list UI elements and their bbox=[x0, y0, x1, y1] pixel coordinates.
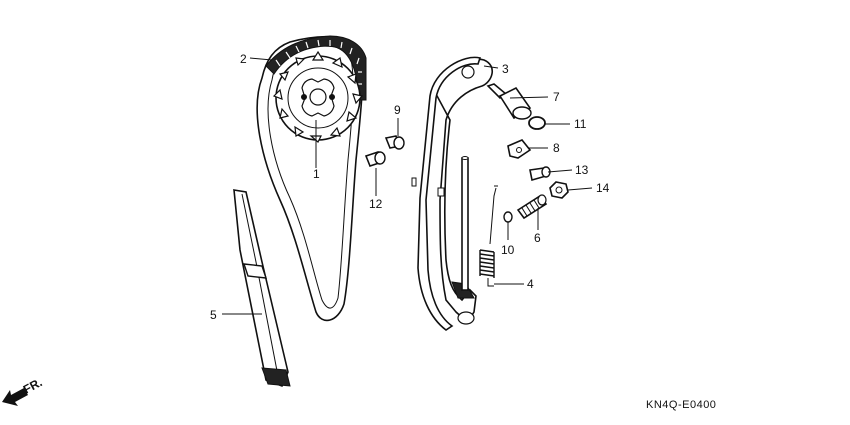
callout-7: 7 bbox=[553, 90, 560, 104]
bolt-13 bbox=[529, 166, 551, 182]
callout-numbers: 1 2 3 4 5 6 7 8 9 10 11 12 13 14 bbox=[210, 52, 610, 322]
callout-5: 5 bbox=[210, 308, 217, 322]
callout-8: 8 bbox=[553, 141, 560, 155]
callout-14: 14 bbox=[596, 181, 610, 195]
cam-sprocket bbox=[272, 50, 364, 143]
washer-10 bbox=[503, 211, 513, 223]
nut-14 bbox=[549, 181, 569, 199]
callout-13: 13 bbox=[575, 163, 589, 177]
callout-10: 10 bbox=[501, 243, 515, 257]
callout-12: 12 bbox=[369, 197, 383, 211]
tensioner-arm bbox=[411, 56, 493, 331]
front-direction-indicator: FR. bbox=[2, 375, 44, 406]
callout-6: 6 bbox=[534, 231, 541, 245]
diagram-code: KN4Q-E0400 bbox=[646, 399, 716, 411]
stopper-plate bbox=[507, 139, 532, 159]
callout-1: 1 bbox=[313, 167, 320, 181]
callout-2: 2 bbox=[240, 52, 247, 66]
o-ring bbox=[528, 116, 546, 130]
tensioner-lifter bbox=[486, 83, 532, 120]
bolt-9 bbox=[384, 135, 405, 150]
callout-3: 3 bbox=[502, 62, 509, 76]
cam-chain-guide bbox=[233, 189, 291, 388]
callout-11: 11 bbox=[574, 117, 587, 131]
front-arrow-icon bbox=[2, 388, 28, 406]
tensioner-rod bbox=[461, 156, 469, 291]
adjust-bolt bbox=[516, 194, 548, 220]
bolt-12 bbox=[364, 151, 386, 167]
leader-lines bbox=[222, 57, 593, 315]
tensioner-spring bbox=[479, 185, 498, 287]
callout-4: 4 bbox=[527, 277, 534, 291]
callout-9: 9 bbox=[394, 103, 401, 117]
